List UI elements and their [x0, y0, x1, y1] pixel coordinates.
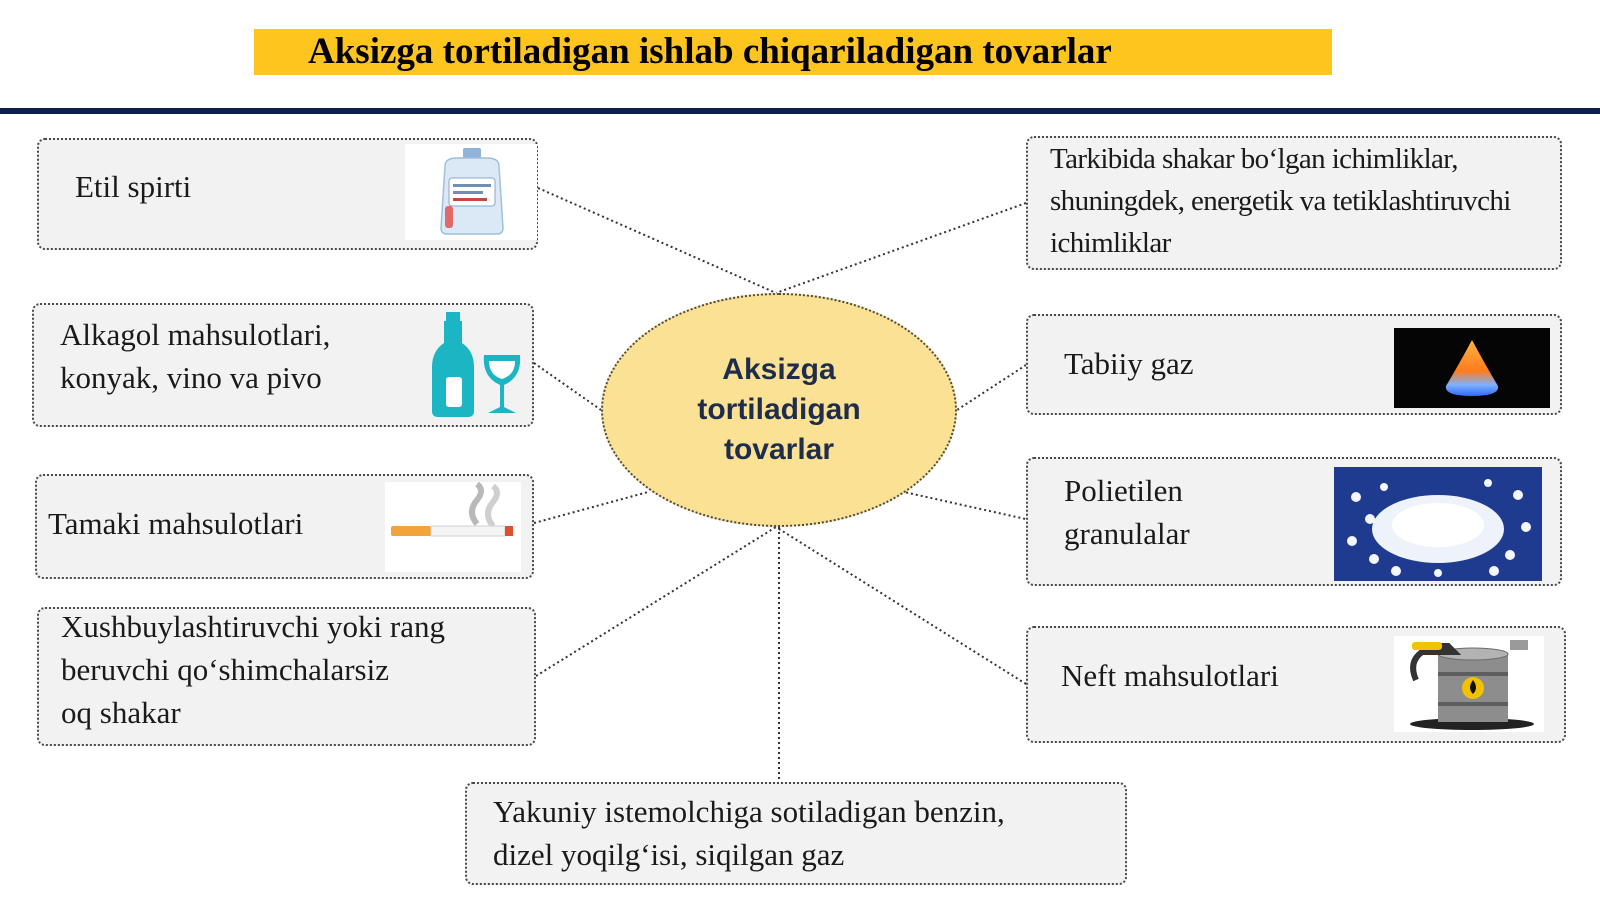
connector-alkagol	[533, 362, 602, 411]
polyethylene-granules-icon	[1334, 467, 1542, 581]
header-divider	[0, 108, 1600, 114]
box-label: Etil spirti	[75, 169, 192, 204]
connector-polietilen	[903, 491, 1031, 521]
box-label: Tamaki mahsulotlari	[48, 506, 304, 541]
box-label: Tabiiy gaz	[1064, 346, 1194, 381]
box-label: Polietilen granulalar	[1064, 473, 1190, 551]
ethyl-alcohol-bottle-icon	[405, 144, 537, 240]
connector-shakar	[535, 526, 777, 677]
oil-barrel-icon	[1394, 636, 1544, 732]
box-label: Yakuniy istemolchiga sotiladigan benzin,…	[493, 794, 1005, 872]
connector-etil-spirti	[537, 187, 777, 294]
box-etil-spirti: Etil spirti	[37, 138, 538, 250]
box-benzin: Yakuniy istemolchiga sotiladigan benzin,…	[465, 782, 1127, 885]
box-alkagol: Alkagol mahsulotlari, konyak, vino va pi…	[32, 303, 534, 427]
connector-tamaki	[533, 491, 649, 524]
connector-ichimliklar	[775, 202, 1027, 294]
bottle-and-glass-icon	[432, 312, 521, 417]
box-shakar: Xushbuylashtiruvchi yoki rang beruvchi q…	[37, 607, 536, 746]
gas-flame-icon	[1394, 328, 1550, 408]
box-tabiiy-gaz: Tabiiy gaz	[1026, 314, 1562, 415]
center-node: Aksizga tortiladigan tovarlar	[601, 293, 957, 527]
connector-neft	[775, 526, 1027, 685]
box-polietilen: Polietilen granulalar	[1026, 457, 1562, 586]
connector-tabiiy-gaz	[956, 364, 1027, 411]
center-label: Aksizga tortiladigan tovarlar	[697, 353, 861, 466]
cigarette-icon	[385, 482, 521, 572]
box-label: Tarkibida shakar bo‘lgan ichimliklar, sh…	[1050, 143, 1511, 259]
box-label: Xushbuylashtiruvchi yoki rang beruvchi q…	[61, 609, 446, 730]
title-bar: Aksizga tortiladigan ishlab chiqariladig…	[254, 29, 1332, 75]
box-neft: Neft mahsulotlari	[1026, 626, 1566, 743]
box-tamaki: Tamaki mahsulotlari	[35, 474, 534, 579]
box-label: Neft mahsulotlari	[1061, 658, 1279, 693]
box-ichimliklar: Tarkibida shakar bo‘lgan ichimliklar, sh…	[1026, 136, 1562, 270]
page-title: Aksizga tortiladigan ishlab chiqariladig…	[308, 31, 1112, 72]
box-label: Alkagol mahsulotlari, konyak, vino va pi…	[60, 317, 331, 395]
